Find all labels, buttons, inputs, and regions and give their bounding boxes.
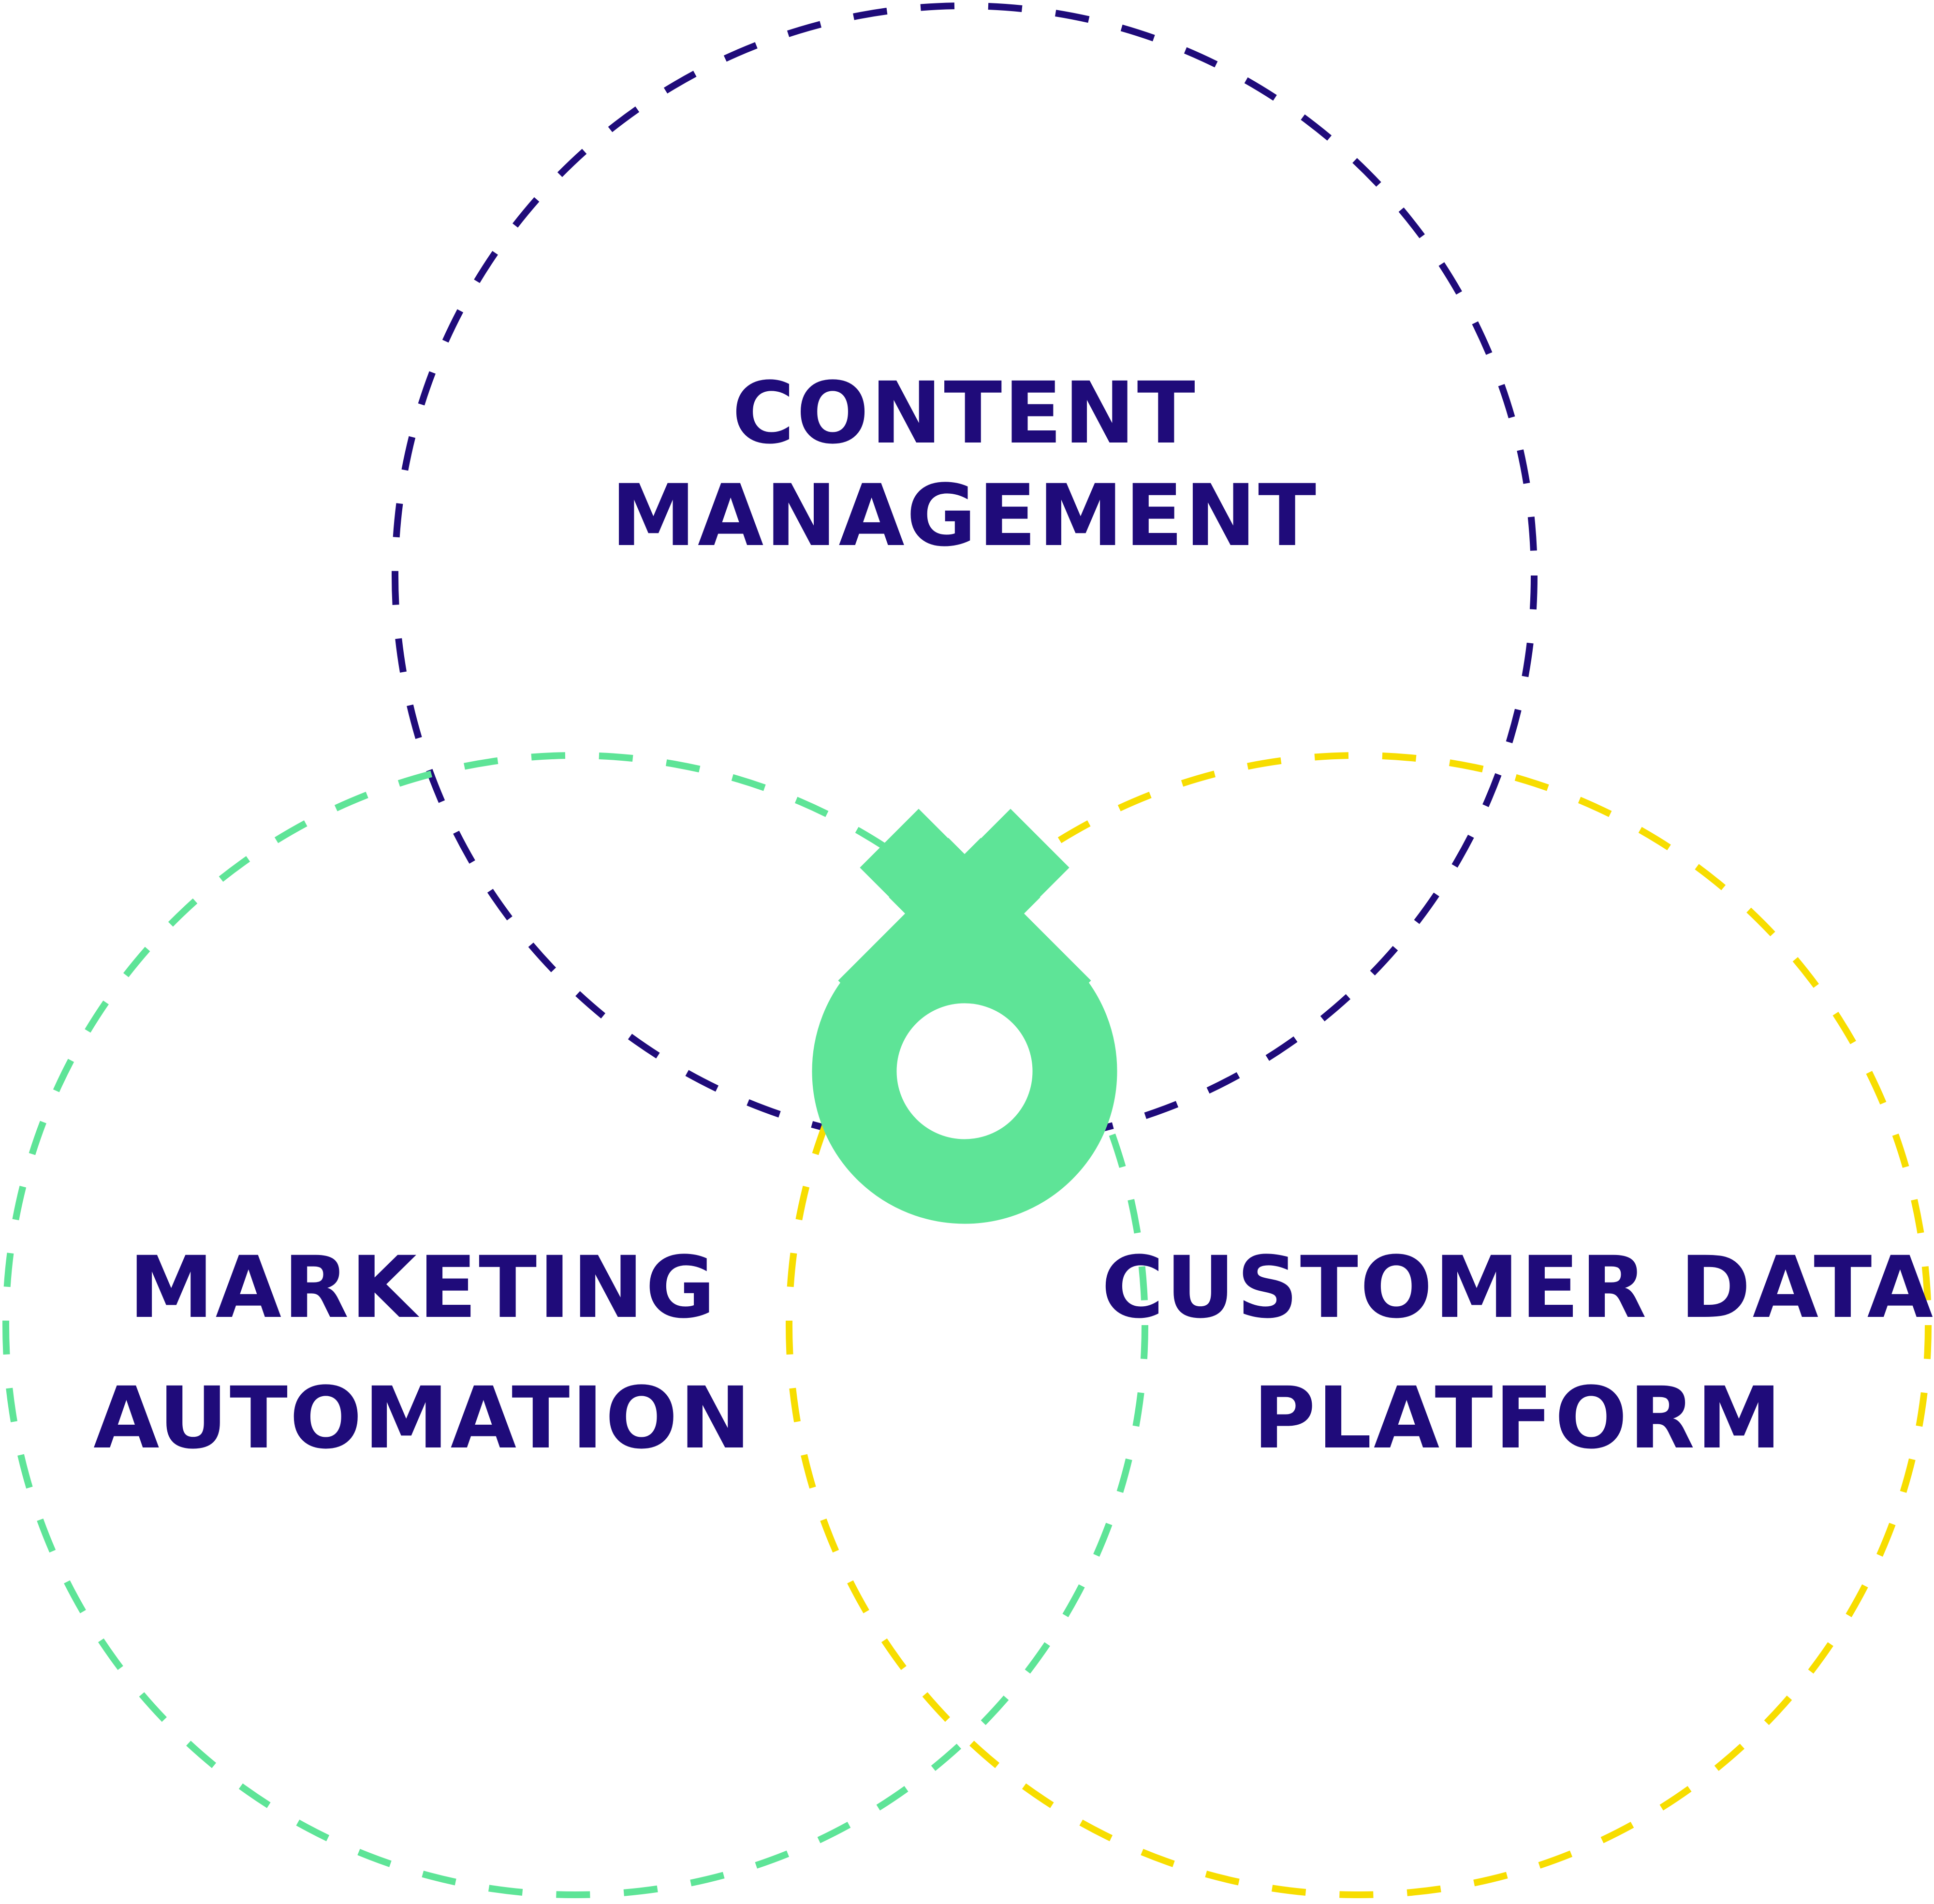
customer-data-platform-circle (786, 752, 1932, 1898)
content-management-group: CONTENT MANAGEMENT (392, 2, 1538, 1149)
knot-logo-icon (812, 809, 1117, 1224)
marketing-automation-circle (2, 752, 1148, 1898)
logo-ring (812, 918, 1117, 1224)
marketing-automation-group: MARKETING AUTOMATION (2, 752, 1148, 1898)
customer-data-platform-label-line1: CUSTOMER DATA (1101, 1238, 1934, 1337)
content-management-label-line2: MANAGEMENT (611, 466, 1318, 565)
content-management-label-line1: CONTENT (732, 364, 1197, 463)
marketing-automation-label-line2: AUTOMATION (93, 1369, 753, 1468)
customer-data-platform-group: CUSTOMER DATA PLATFORM (786, 752, 1934, 1898)
customer-data-platform-label-line2: PLATFORM (1253, 1369, 1783, 1468)
marketing-automation-label-line1: MARKETING (129, 1238, 718, 1337)
